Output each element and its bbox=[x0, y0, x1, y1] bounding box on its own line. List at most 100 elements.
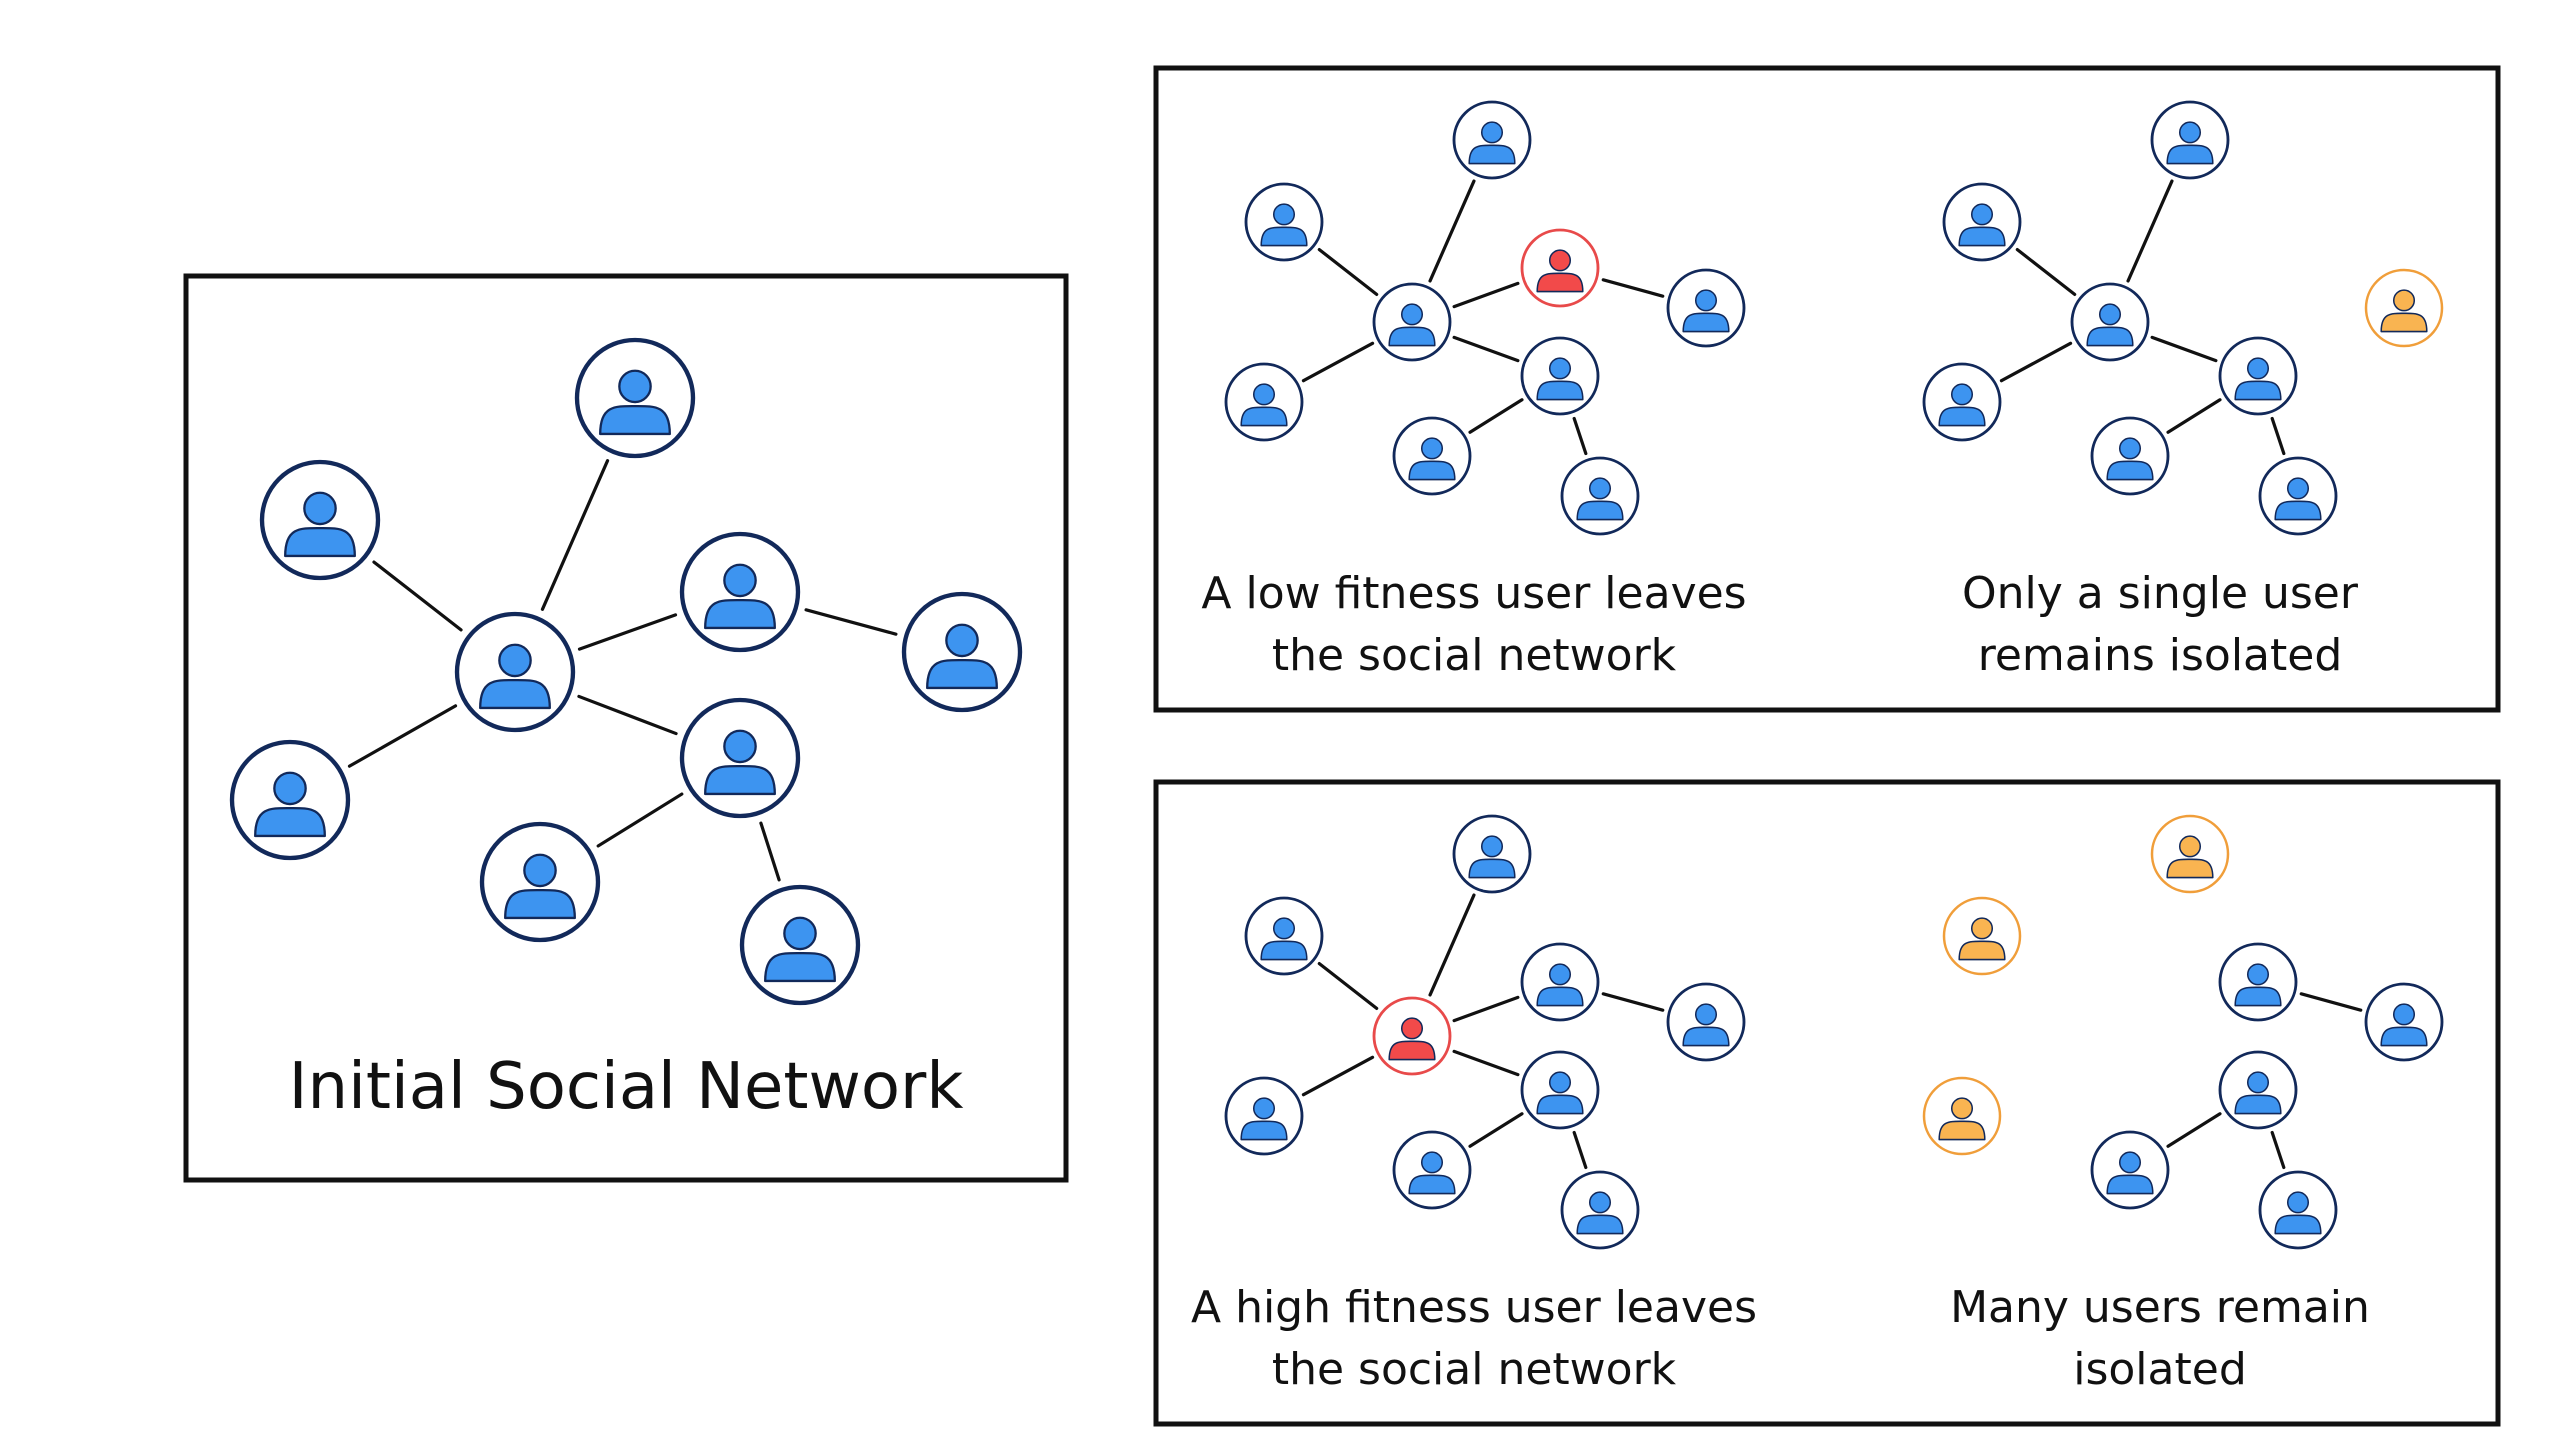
user-node-far-right bbox=[2364, 268, 2444, 348]
graph-high-fitness-leaves bbox=[1224, 814, 1746, 1250]
edge-hub-lower-left bbox=[1999, 341, 2073, 383]
user-node-lower-hub bbox=[2218, 1050, 2298, 1130]
user-node-lower-hub bbox=[2218, 336, 2298, 416]
user-node-lower-hub bbox=[1520, 336, 1600, 416]
user-node-hub bbox=[2070, 282, 2150, 362]
graph-initial bbox=[229, 337, 1023, 1006]
edge-lower-hub-bottom-left bbox=[1468, 1112, 1524, 1148]
user-icon bbox=[2274, 477, 2322, 521]
user-node-bottom-right bbox=[2258, 1170, 2338, 1250]
edge-lower-hub-bottom-left bbox=[2166, 1112, 2222, 1148]
user-icon bbox=[2106, 1151, 2154, 1195]
edge-mid-right-far-right bbox=[1601, 278, 1665, 298]
user-icon bbox=[1938, 383, 1986, 427]
user-node-top bbox=[574, 337, 696, 459]
user-node-upper-left bbox=[1942, 182, 2022, 262]
edge-hub-upper-left bbox=[1317, 962, 1379, 1010]
user-node-lower-left bbox=[1922, 362, 2002, 442]
user-icon bbox=[1576, 1191, 1624, 1235]
edge-hub-lower-hub bbox=[577, 694, 678, 736]
user-node-lower-left bbox=[1224, 362, 1304, 442]
user-node-bottom-left bbox=[2090, 416, 2170, 496]
user-icon bbox=[2166, 121, 2214, 165]
edge-hub-mid-right bbox=[1452, 995, 1520, 1023]
graph-high-fitness-result bbox=[1922, 814, 2444, 1250]
user-icon bbox=[2234, 357, 2282, 401]
user-node-bottom-left bbox=[1392, 416, 1472, 496]
user-icon bbox=[1388, 303, 1436, 347]
edge-hub-lower-hub bbox=[2150, 335, 2218, 363]
user-icon bbox=[704, 729, 776, 796]
edge-hub-lower-left bbox=[1301, 1055, 1375, 1097]
user-node-bottom-left bbox=[479, 821, 601, 943]
user-node-hub bbox=[1372, 996, 1452, 1076]
user-node-far-right bbox=[1666, 268, 1746, 348]
edge-mid-right-far-right bbox=[2299, 992, 2363, 1012]
caption-high-fitness-result-line1: Many users remain bbox=[1950, 1282, 2370, 1333]
user-node-bottom-left bbox=[2090, 1130, 2170, 1210]
user-node-mid-right bbox=[2218, 942, 2298, 1022]
user-icon bbox=[1468, 121, 1516, 165]
user-icon bbox=[1408, 437, 1456, 481]
user-icon bbox=[2234, 1071, 2282, 1115]
user-node-far-right bbox=[1666, 982, 1746, 1062]
user-icon bbox=[1536, 357, 1584, 401]
edge-lower-hub-bottom-right bbox=[2270, 416, 2286, 456]
user-icon bbox=[1682, 1003, 1730, 1047]
edge-lower-hub-bottom-right bbox=[1572, 416, 1588, 456]
user-icon bbox=[2380, 289, 2428, 333]
user-node-upper-left bbox=[259, 459, 381, 581]
user-node-mid-right bbox=[1520, 228, 1600, 308]
user-node-bottom-right bbox=[2258, 456, 2338, 536]
user-icon bbox=[1958, 203, 2006, 247]
caption-low-fitness-leaves-line2: the social network bbox=[1272, 630, 1677, 681]
edge-hub-lower-hub bbox=[1452, 1049, 1520, 1077]
user-icon bbox=[1536, 1071, 1584, 1115]
edge-hub-upper-left bbox=[2015, 248, 2077, 296]
user-node-far-right bbox=[901, 591, 1023, 713]
user-icon bbox=[504, 853, 576, 920]
user-node-mid-right bbox=[679, 531, 801, 653]
user-node-lower-hub bbox=[679, 697, 801, 819]
caption-high-fitness-result-line2: isolated bbox=[2073, 1344, 2247, 1395]
user-node-far-right bbox=[2364, 982, 2444, 1062]
user-node-lower-left bbox=[229, 739, 351, 861]
user-node-lower-left bbox=[1224, 1076, 1304, 1156]
edge-mid-right-far-right bbox=[804, 608, 898, 636]
user-node-top bbox=[2150, 100, 2230, 180]
user-icon bbox=[2274, 1191, 2322, 1235]
user-icon bbox=[284, 491, 356, 558]
edge-lower-hub-bottom-right bbox=[2270, 1130, 2286, 1170]
user-icon bbox=[926, 623, 998, 690]
edge-mid-right-far-right bbox=[1601, 992, 1665, 1012]
graph-low-fitness-leaves bbox=[1224, 100, 1746, 536]
user-node-bottom-left bbox=[1392, 1130, 1472, 1210]
edge-hub-upper-left bbox=[1317, 248, 1379, 296]
edge-lower-hub-bottom-left bbox=[2166, 398, 2222, 434]
edge-hub-lower-left bbox=[347, 704, 458, 768]
edge-hub-top bbox=[540, 459, 610, 611]
panel-frame-high-fitness bbox=[1153, 779, 2501, 1427]
user-icon bbox=[2234, 963, 2282, 1007]
user-node-mid-right bbox=[1520, 942, 1600, 1022]
user-icon bbox=[764, 916, 836, 983]
user-icon bbox=[2166, 835, 2214, 879]
edge-hub-mid-right bbox=[1452, 281, 1520, 309]
user-icon bbox=[1576, 477, 1624, 521]
edge-hub-lower-left bbox=[1301, 341, 1375, 383]
user-icon bbox=[599, 369, 671, 436]
edge-hub-mid-right bbox=[577, 613, 678, 651]
edge-hub-top bbox=[1428, 893, 1476, 997]
user-icon bbox=[1260, 917, 1308, 961]
user-icon bbox=[1260, 203, 1308, 247]
caption-low-fitness-result-line1: Only a single user bbox=[1962, 568, 2359, 619]
user-icon bbox=[1536, 963, 1584, 1007]
user-icon bbox=[2380, 1003, 2428, 1047]
edge-hub-upper-left bbox=[372, 560, 463, 632]
caption-high-fitness-leaves-line2: the social network bbox=[1272, 1344, 1677, 1395]
graph-low-fitness-result bbox=[1922, 100, 2444, 536]
user-node-hub bbox=[1372, 282, 1452, 362]
user-node-top bbox=[1452, 814, 1532, 894]
user-node-bottom-right bbox=[1560, 1170, 1640, 1250]
user-icon bbox=[704, 563, 776, 630]
